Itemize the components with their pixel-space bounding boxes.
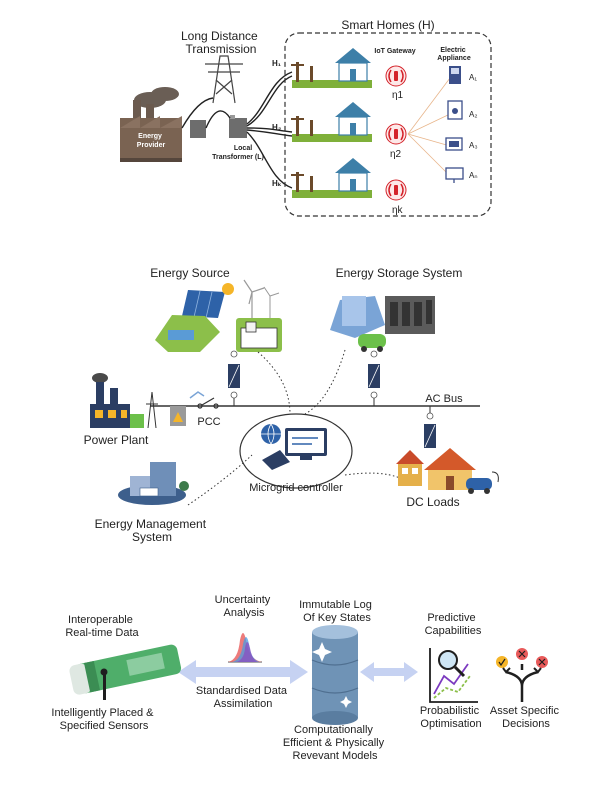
predictive-chart-icon — [429, 648, 478, 703]
local-transformer-label: Local Transformer (L) — [212, 145, 264, 161]
double-arrow-right — [360, 662, 418, 682]
pcc-label: PCC — [197, 416, 220, 428]
energy-management-system-label: Energy Management System — [95, 517, 210, 544]
smart-homes-box — [284, 32, 492, 217]
long-distance-transmission-label: Long Distance Transmission — [181, 29, 261, 56]
database-icon — [311, 625, 359, 725]
transformer-icon — [190, 115, 247, 138]
asset-decisions-label: Asset Specific Decisions — [490, 705, 562, 730]
gateway-label-k: ηk — [392, 205, 404, 216]
appliance-label-1: A₁ — [469, 73, 477, 82]
standardised-data-label: Standardised Data Assimilation — [196, 685, 290, 710]
ac-bus-label: AC Bus — [425, 393, 463, 405]
dc-loads-label: DC Loads — [406, 495, 459, 509]
appliance-label-3: A₃ — [469, 141, 478, 150]
energy-source-label: Energy Source — [150, 266, 230, 280]
appliance-label-2: A₂ — [469, 110, 477, 119]
inverter-icon — [228, 350, 240, 399]
gateway-label-1: η1 — [392, 90, 404, 101]
pcc-switch-icon — [189, 391, 219, 409]
energy-storage-label: Energy Storage System — [336, 266, 463, 280]
home-row-1 — [291, 48, 372, 88]
power-plant-icon — [90, 373, 158, 429]
immutable-log-label: Immutable Log Of Key States — [299, 599, 375, 624]
communication-links — [187, 349, 401, 506]
double-arrow-left — [178, 660, 308, 684]
computer-icon — [261, 423, 327, 470]
home-row-2 — [291, 102, 372, 142]
home-label-2: H₂ — [272, 123, 282, 132]
iot-gateway-icon — [385, 123, 407, 145]
appliance-icon — [445, 167, 464, 183]
microgrid-controller-label: Microgrid controller — [249, 482, 343, 494]
energy-storage-icon — [330, 296, 435, 352]
transformer-icon — [170, 406, 186, 426]
appliance-label-n: Aₙ — [469, 171, 478, 180]
uncertainty-analysis-label: Uncertainty Analysis — [215, 594, 274, 619]
dc-loads-icon — [396, 448, 499, 494]
battery-sensor-icon — [69, 644, 182, 700]
energy-management-icon — [118, 462, 189, 505]
electric-appliance-label: Electric Appliance — [437, 47, 471, 62]
renewable-energy-icon — [155, 279, 282, 352]
inverter-icon — [424, 412, 436, 448]
energy-provider-label: Energy Provider — [137, 133, 166, 149]
uncertainty-distribution-icon — [228, 633, 262, 663]
interoperable-label: Interoperable Real-time Data — [65, 614, 139, 639]
microgrid-panel: Energy Source Energy Storage System — [84, 266, 499, 544]
predictive-capabilities-label: Predictive Capabilities — [425, 612, 482, 637]
home-label-k: Hₖ — [272, 179, 282, 188]
transmission-lines — [181, 71, 293, 189]
sensors-label: Intelligently Placed & Specified Sensors — [51, 707, 156, 732]
home-label-1: H₁ — [272, 59, 282, 68]
inverter-icon — [368, 350, 380, 399]
appliance-icon — [449, 66, 461, 84]
smart-homes-panel: Energy Provider Long Distance Transmissi… — [120, 18, 492, 217]
models-label: Computationally Efficient & Physically R… — [283, 724, 387, 762]
home-row-k — [291, 158, 372, 198]
iot-gateway-icon — [385, 179, 407, 201]
digital-twin-panel: Interoperable Real-time Data Intelligent… — [51, 594, 562, 762]
iot-gateway-icon — [385, 65, 407, 87]
appliance-icon — [447, 100, 463, 120]
probabilistic-optimisation-label: Probabilistic Optimisation — [420, 705, 482, 730]
gateway-label-2: η2 — [390, 149, 402, 160]
energy-provider-factory-icon — [120, 87, 182, 162]
asset-decisions-icon — [496, 648, 548, 702]
transmission-tower-icon — [205, 55, 243, 104]
smart-homes-title: Smart Homes (H) — [341, 18, 434, 32]
power-plant-label: Power Plant — [84, 433, 149, 447]
iot-gateway-label: IoT Gateway — [374, 48, 415, 55]
gateway-appliance-links — [407, 77, 451, 177]
appliance-icon — [445, 137, 463, 151]
